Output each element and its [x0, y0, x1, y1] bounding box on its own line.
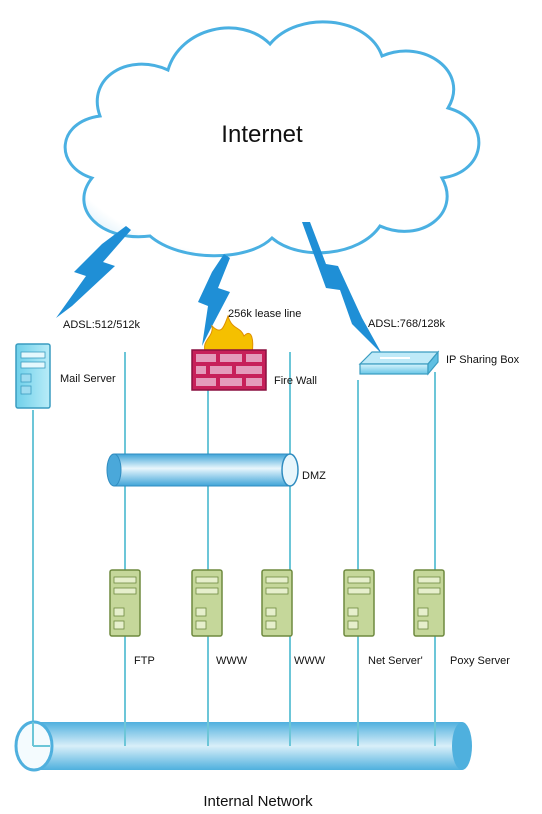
server-net-icon [343, 569, 375, 637]
server-label-www-2: WWW [294, 655, 326, 667]
link-label-firewall: 256k lease line [228, 308, 301, 320]
mail-server-icon [15, 343, 51, 409]
lightning-firewall-icon [198, 254, 230, 346]
link-label-sharing: ADSL:768/128k [368, 318, 446, 330]
internet-cloud: Internet [63, 20, 481, 258]
connection-lines [32, 352, 436, 744]
server-label-proxy: Poxy Server [450, 655, 510, 667]
dmz-pipe [106, 453, 299, 487]
server-www-1-icon [191, 569, 223, 637]
mail-server-label: Mail Server [60, 373, 116, 385]
link-label-mail: ADSL:512/512k [63, 319, 141, 331]
lightning-mail-icon [56, 226, 131, 318]
firewall-icon [191, 314, 267, 391]
firewall-label: Fire Wall [274, 375, 317, 387]
cloud-label: Internet [221, 121, 303, 148]
dmz-label: DMZ [302, 470, 326, 482]
flame-icon [204, 314, 254, 355]
server-www-2-icon [261, 569, 293, 637]
server-ftp-icon [109, 569, 141, 637]
lightning-sharing-icon [302, 222, 382, 354]
internal-network-label: Internal Network [203, 793, 313, 810]
server-proxy-icon [413, 569, 445, 637]
internal-network-pipe [14, 720, 472, 772]
server-label-ftp: FTP [134, 655, 155, 667]
ip-sharing-label: IP Sharing Box [446, 354, 520, 366]
ip-sharing-box-icon [358, 350, 440, 376]
server-label-net: Net Server' [368, 655, 423, 667]
server-label-www-1: WWW [216, 655, 248, 667]
cloud-shape [63, 20, 481, 258]
wireless-links [56, 222, 382, 354]
